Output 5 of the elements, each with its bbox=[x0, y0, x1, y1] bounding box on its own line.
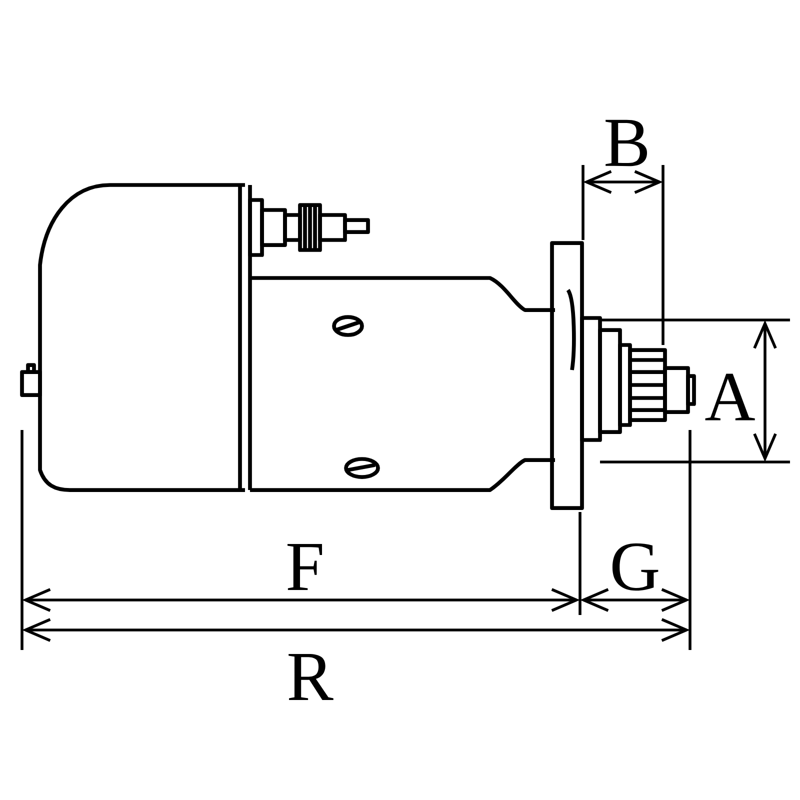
dimension-label: F bbox=[287, 544, 322, 590]
dimension-label: G bbox=[612, 543, 658, 591]
dimension-label: B bbox=[606, 120, 648, 166]
dimension-label: A bbox=[705, 374, 755, 420]
dimension-label: R bbox=[288, 654, 334, 700]
